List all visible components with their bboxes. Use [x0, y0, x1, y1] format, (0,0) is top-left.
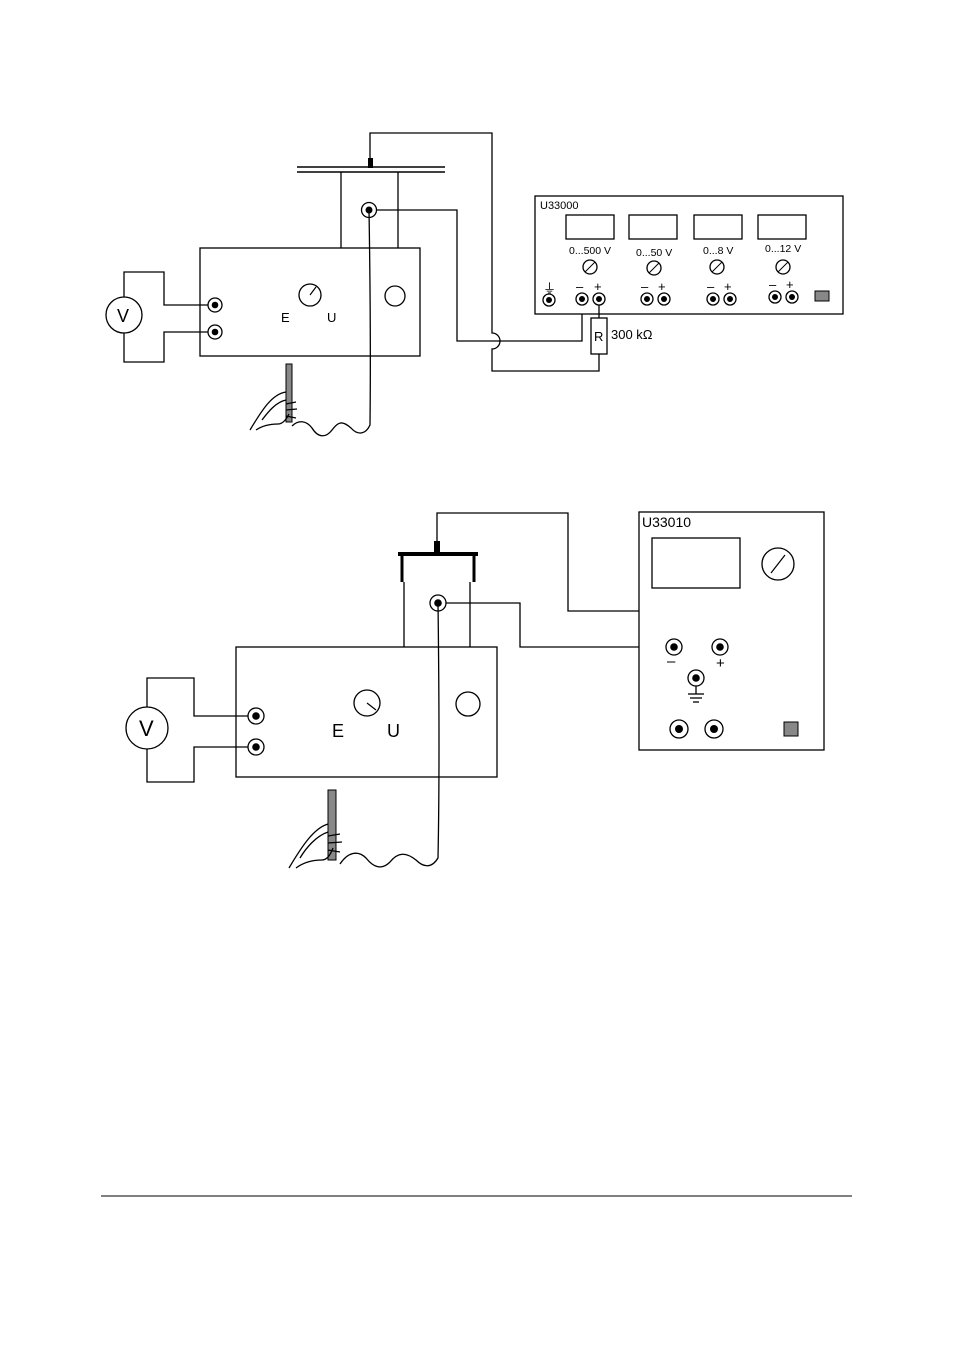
svg-text:V: V — [117, 306, 129, 326]
capacitor-plate-2 — [398, 541, 478, 582]
plus-label-500v: + — [594, 279, 602, 294]
minus-label-2: – — [667, 653, 676, 670]
range-label-500v: 0...500 V — [569, 245, 611, 257]
electrometer-output-jack-bottom-1 — [208, 325, 222, 339]
resistor-value: 300 kΩ — [611, 327, 653, 342]
capacitor-plate-1 — [297, 158, 445, 172]
plus-label-2: + — [716, 655, 725, 672]
wire-jack-to-minus-2 — [446, 603, 666, 647]
minus-label-12v: – — [769, 277, 777, 292]
plus-label-12v: + — [786, 277, 794, 292]
label-e-2: E — [332, 721, 344, 741]
electrometer-output-jack-top-2 — [248, 708, 264, 724]
psu-plus-jack-2[interactable] — [712, 639, 728, 655]
plus-label-50v: + — [658, 279, 666, 294]
minus-label-8v: – — [707, 279, 715, 294]
label-e-1: E — [281, 310, 290, 325]
label-u-1: U — [327, 310, 336, 325]
probe-hand-2 — [289, 790, 342, 868]
probe-hand-1 — [250, 364, 297, 430]
electrometer-knob-1[interactable] — [385, 286, 405, 306]
electrometer-support-2 — [404, 582, 470, 647]
electrometer-output-jack-bottom-2 — [248, 739, 264, 755]
electrometer-output-jack-top-1 — [208, 298, 222, 312]
range-label-8v: 0...8 V — [703, 245, 733, 257]
electrometer-knob-2[interactable] — [456, 692, 480, 716]
figure-2: E U V U33010 — [126, 512, 824, 868]
psu-power-switch-1[interactable] — [815, 291, 829, 301]
resistor-letter: R — [594, 329, 603, 344]
psu-power-switch-2[interactable] — [784, 722, 798, 736]
electrometer-gauge-1 — [299, 284, 321, 306]
range-label-50v: 0...50 V — [636, 247, 672, 259]
voltmeter-1: V — [106, 297, 142, 333]
voltmeter-2: V — [126, 707, 168, 749]
range-label-12v: 0...12 V — [765, 243, 801, 255]
psu-model-label: U33000 — [540, 200, 579, 212]
psu-model-label-2: U33010 — [642, 514, 691, 530]
svg-text:V: V — [139, 716, 154, 741]
figure-1: E U V U33000 0 — [106, 133, 843, 436]
psu-display-2 — [652, 538, 740, 588]
psu-ground-jack-2[interactable] — [688, 670, 704, 686]
electrometer-gauge-2 — [354, 690, 380, 716]
plus-label-8v: + — [724, 279, 732, 294]
label-u-2: U — [387, 721, 400, 741]
psu-knob-2[interactable] — [762, 548, 794, 580]
minus-label-50v: – — [641, 279, 649, 294]
minus-label-500v: – — [576, 279, 584, 294]
